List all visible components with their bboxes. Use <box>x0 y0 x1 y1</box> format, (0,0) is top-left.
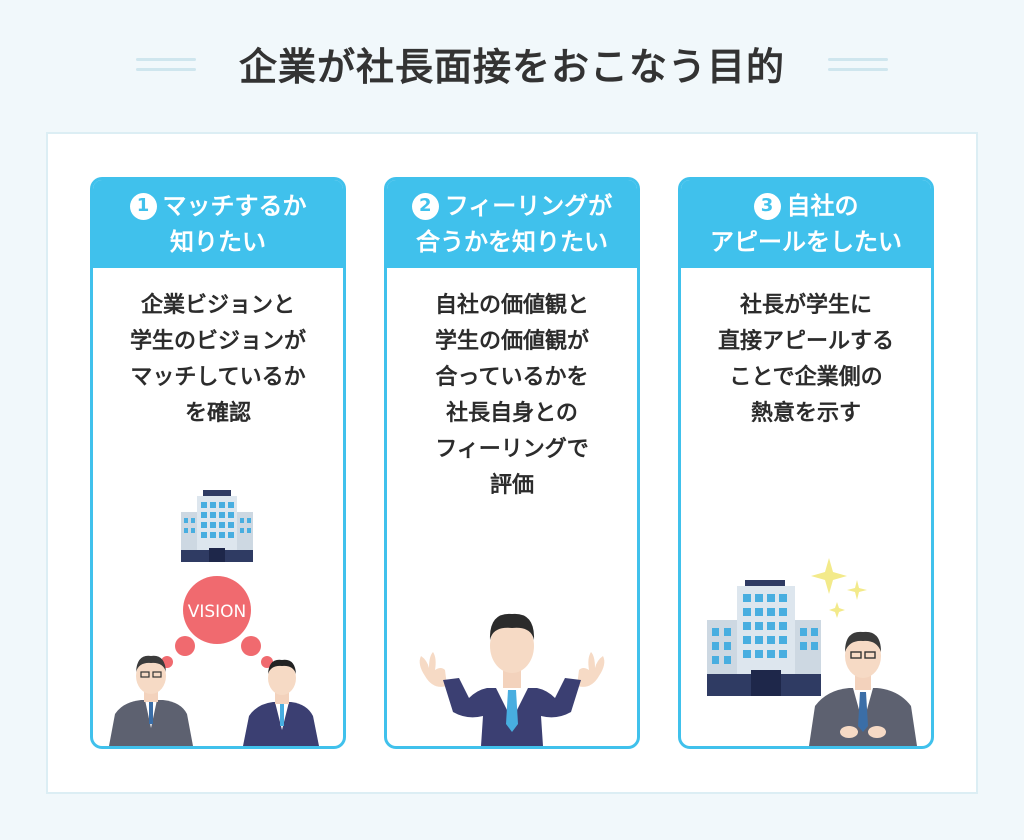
purpose-card-1: 1 マッチするか 知りたい 企業ビジョンと 学生のビジョンが マッチしているか … <box>90 177 346 749</box>
card-body-line: 自社の価値観と <box>434 293 589 318</box>
card-body-line: 社長が学生に <box>739 293 872 318</box>
purpose-card-3: 3 自社の アピールをしたい 社長が学生に 直接アピールする ことで企業側の 熱… <box>678 177 934 749</box>
number-badge: 3 <box>753 192 781 220</box>
card-body-line: 直接アピールする <box>717 329 894 354</box>
president-figure <box>809 631 917 746</box>
vision-label: VISION <box>188 602 247 622</box>
card-body-line: ことで企業側の <box>729 365 883 390</box>
card-body-line: マッチしているか <box>130 365 306 390</box>
president-illustration <box>419 613 605 746</box>
card-body-line: を確認 <box>184 401 251 426</box>
interviewer-figure <box>109 655 193 746</box>
card-body-line: 評価 <box>489 473 534 498</box>
vision-bubble <box>183 576 251 644</box>
card-heading: 3 自社の アピールをしたい <box>681 180 931 268</box>
card-heading-line-1: 自社の <box>786 192 859 220</box>
number-badge: 1 <box>129 192 157 220</box>
number-badge: 2 <box>411 192 439 220</box>
card-body-line: 合っているかを <box>435 365 589 390</box>
card-body-line: 熱意を示す <box>750 401 861 426</box>
title-decoration-right <box>828 58 888 72</box>
president-figure <box>419 613 605 746</box>
page-title: 企業が社長面接をおこなう目的 <box>238 45 785 89</box>
building-icon <box>707 580 821 696</box>
company-appeal-illustration <box>707 558 917 746</box>
card-heading-line-1: フィーリングが <box>444 192 613 220</box>
card-body-line: 学生のビジョンが <box>129 329 306 354</box>
card-heading-line-1: マッチするか <box>162 192 307 220</box>
sparkle-icon <box>811 558 867 618</box>
card-body: 自社の価値観と 学生の価値観が 合っているかを 社長自身との フィーリングで 評… <box>387 268 637 504</box>
card-heading: 1 マッチするか 知りたい <box>93 180 343 268</box>
card-body: 社長が学生に 直接アピールする ことで企業側の 熱意を示す <box>681 268 931 432</box>
student-figure <box>243 659 319 746</box>
vision-illustration: VISION <box>109 490 319 746</box>
card-heading: 2 フィーリングが 合うかを知りたい <box>387 180 637 268</box>
title-decoration-left <box>136 58 196 72</box>
card-heading-line-2: 知りたい <box>170 228 266 256</box>
card-body-line: 企業ビジョンと <box>140 293 295 318</box>
card-body: 企業ビジョンと 学生のビジョンが マッチしているか を確認 <box>93 268 343 432</box>
purpose-card-2: 2 フィーリングが 合うかを知りたい 自社の価値観と 学生の価値観が 合っている… <box>384 177 640 749</box>
card-heading-line-2: 合うかを知りたい <box>416 228 608 256</box>
title-area: 企業が社長面接をおこなう目的 <box>0 30 1024 110</box>
card-body-line: フィーリングで <box>435 437 589 462</box>
card-heading-line-2: アピールをしたい <box>710 228 902 256</box>
card-body-line: 社長自身との <box>446 401 578 426</box>
building-icon <box>181 490 253 562</box>
card-body-line: 学生の価値観が <box>434 329 589 354</box>
